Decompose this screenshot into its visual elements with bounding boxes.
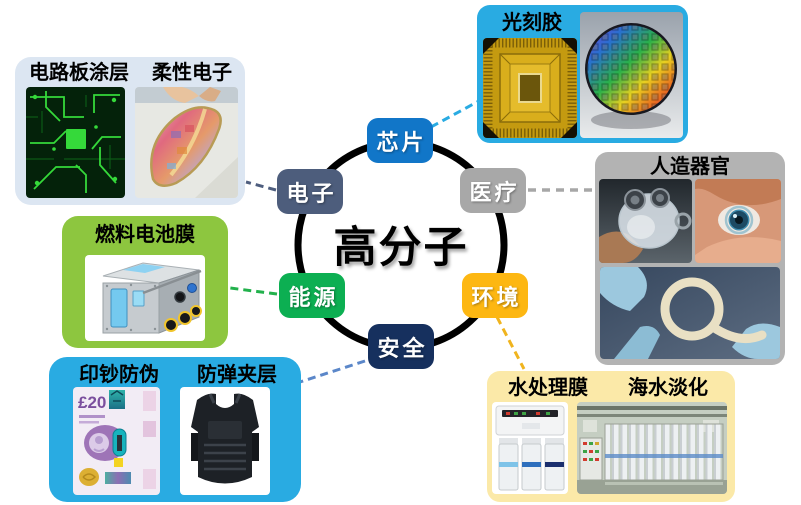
organs-box: 人造器官 (595, 152, 785, 365)
flexible-electronics-image (135, 87, 238, 198)
connector-environment (495, 316, 526, 370)
connector-chip (430, 99, 480, 129)
center-title: 高分子 (333, 224, 469, 272)
box-title-bulletproof: 防弹夹层 (197, 364, 277, 386)
box-title-flexible-electronics: 柔性电子 (152, 62, 232, 84)
box-title-photoresist: 光刻胶 (502, 12, 562, 34)
water-box: 水处理膜 海水淡化 (487, 371, 735, 502)
circuit-board-image (26, 87, 125, 198)
water-purifier-image (492, 402, 568, 494)
node-chip: 芯片 (367, 118, 433, 163)
box-title-banknote: 印钞防伪 (79, 364, 159, 386)
artificial-cornea-image (695, 179, 781, 263)
photoresist-box: 光刻胶 (477, 5, 688, 143)
node-energy: 能源 (279, 273, 345, 318)
artificial-heart-image (599, 179, 692, 263)
box-title-organs: 人造器官 (650, 156, 730, 178)
banknote-value-text: £20 (78, 393, 106, 412)
security-apps-box: 印钞防伪 防弹夹层 £20 (49, 357, 301, 502)
chip-package-image (483, 38, 577, 138)
box-title-desalination: 海水淡化 (628, 377, 708, 399)
connector-security (299, 359, 366, 384)
connector-energy (229, 286, 278, 296)
desalination-plant-image (577, 402, 727, 494)
node-electronics: 电子 (277, 169, 343, 214)
box-title-circuit-coating: 电路板涂层 (29, 62, 129, 84)
electronics-apps-box: 电路板涂层 柔性电子 (15, 57, 245, 205)
node-security: 安全 (368, 324, 434, 369)
artificial-vessel-image (600, 267, 780, 359)
node-environment: 环境 (462, 273, 528, 318)
fuel-cell-box: 燃料电池膜 (62, 216, 228, 348)
bulletproof-vest-image (180, 387, 270, 495)
node-medical: 医疗 (460, 168, 526, 213)
box-title-fuel-cell: 燃料电池膜 (95, 224, 195, 246)
silicon-wafer-image (580, 12, 683, 138)
banknote-image: £20 (73, 387, 160, 495)
connector-electronics (245, 180, 277, 192)
fuel-cell-image (85, 255, 205, 341)
box-title-water-membrane: 水处理膜 (508, 377, 588, 399)
